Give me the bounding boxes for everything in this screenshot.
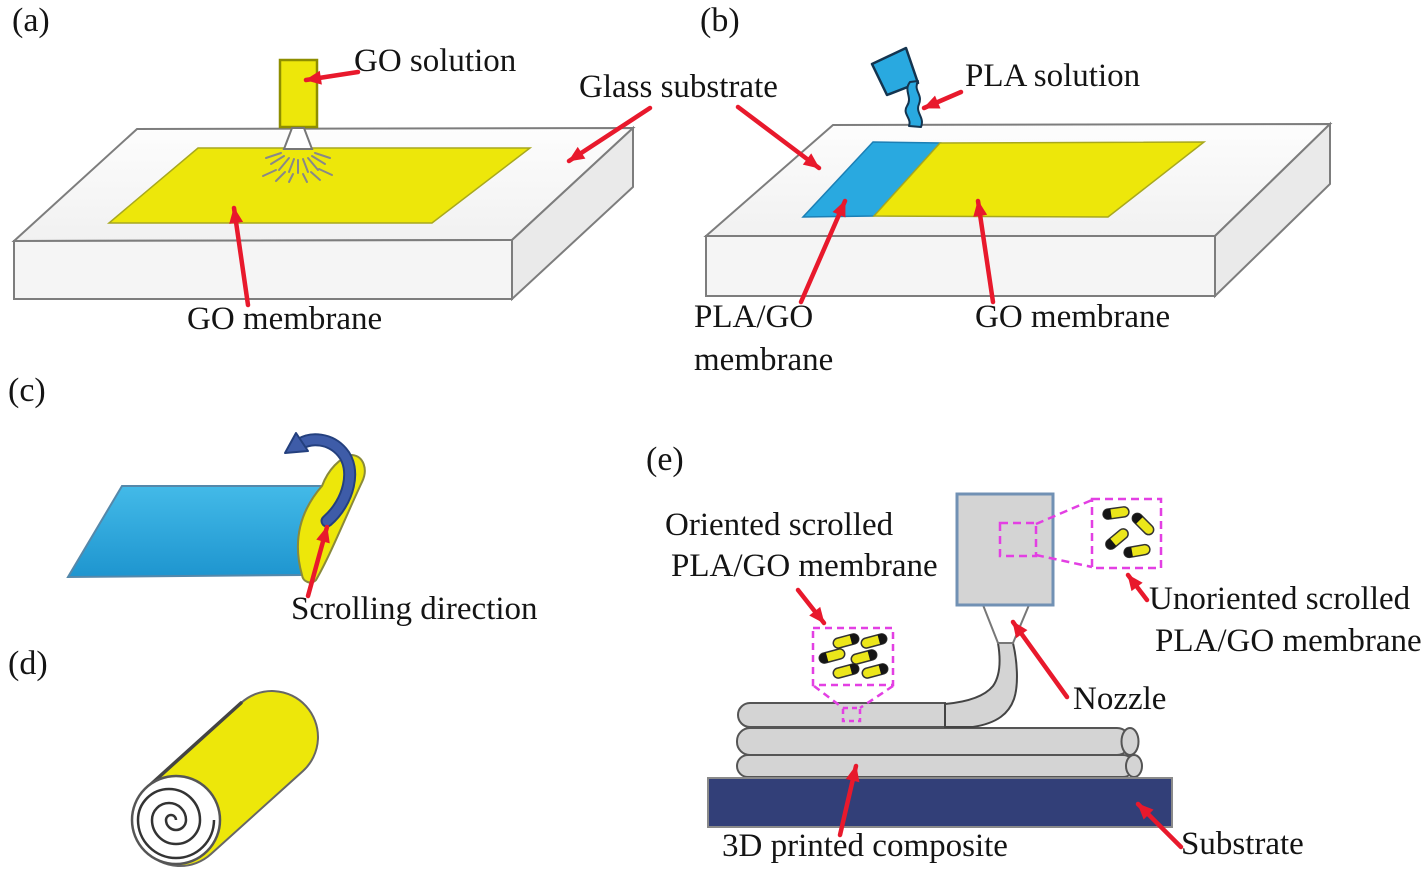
- pla-solution-label: PLA solution: [965, 58, 1141, 94]
- unoriented-label-line2: PLA/GO membrane: [1155, 623, 1422, 659]
- arrow-pla-go-membrane: [798, 198, 848, 305]
- glass-substrate-label: Glass substrate: [579, 69, 778, 105]
- build-substrate: [707, 777, 1173, 828]
- arrow-glass-substrate-left: [566, 105, 653, 164]
- go-membrane-b-label: GO membrane: [975, 299, 1171, 335]
- arrow-go-membrane-b: [973, 198, 996, 305]
- go-solution-label: GO solution: [354, 43, 517, 79]
- scrolling-direction-label: Scrolling direction: [291, 591, 538, 627]
- panel-tag-b: (b): [700, 2, 740, 39]
- top-printed-layer: [736, 702, 946, 728]
- spray-mist-icon: [262, 152, 333, 183]
- arrow-glass-substrate-right: [735, 104, 822, 171]
- arrow-oriented: [795, 587, 827, 626]
- printed-composite-label: 3D printed composite: [722, 828, 1008, 864]
- scrolling-direction-arrow-icon: [284, 432, 357, 528]
- roll-spiral-icon: [136, 787, 216, 860]
- go-membrane-a-label: GO membrane: [187, 301, 383, 337]
- nozzle-tube: [944, 642, 1018, 728]
- arrow-substrate: [1135, 801, 1184, 850]
- arrow-nozzle: [1010, 619, 1070, 700]
- substrate-label: Substrate: [1181, 826, 1304, 862]
- pla-go-membrane-label-line1: PLA/GO: [694, 299, 814, 335]
- go-membrane-a: [106, 147, 533, 224]
- arrow-pla-solution: [921, 89, 964, 111]
- nozzle-label: Nozzle: [1073, 681, 1167, 717]
- scrolled-roll-d: [130, 689, 320, 868]
- arrow-unoriented: [1125, 572, 1150, 603]
- go-membrane-b: [872, 141, 1207, 218]
- oriented-scroll-particles: [817, 632, 890, 680]
- unoriented-label-line1: Unoriented scrolled: [1149, 581, 1411, 617]
- oriented-label-line2: PLA/GO membrane: [671, 548, 938, 584]
- pla-pour-beaker-icon: [870, 46, 923, 128]
- extruder-body: [955, 492, 1055, 607]
- arrow-go-membrane-a: [229, 205, 251, 308]
- unoriented-scroll-particles: [1101, 505, 1157, 559]
- panel-tag-a: (a): [12, 2, 50, 39]
- panel-tag-d: (d): [8, 645, 48, 682]
- arrow-go-solution: [303, 69, 361, 85]
- oriented-label-line1: Oriented scrolled: [665, 507, 894, 543]
- panel-tag-c: (c): [8, 372, 46, 409]
- oriented-callout: [811, 626, 895, 723]
- panel-tag-e: (e): [646, 441, 684, 478]
- arrow-scrolling-direction: [305, 524, 330, 599]
- pla-go-membrane-label-line2: membrane: [694, 342, 834, 378]
- unoriented-callout: [998, 497, 1163, 570]
- annotation-arrows: [229, 69, 1184, 850]
- scrolled-sheet-c: [66, 453, 366, 584]
- arrow-composite: [837, 763, 860, 838]
- printed-layers: [736, 727, 1143, 778]
